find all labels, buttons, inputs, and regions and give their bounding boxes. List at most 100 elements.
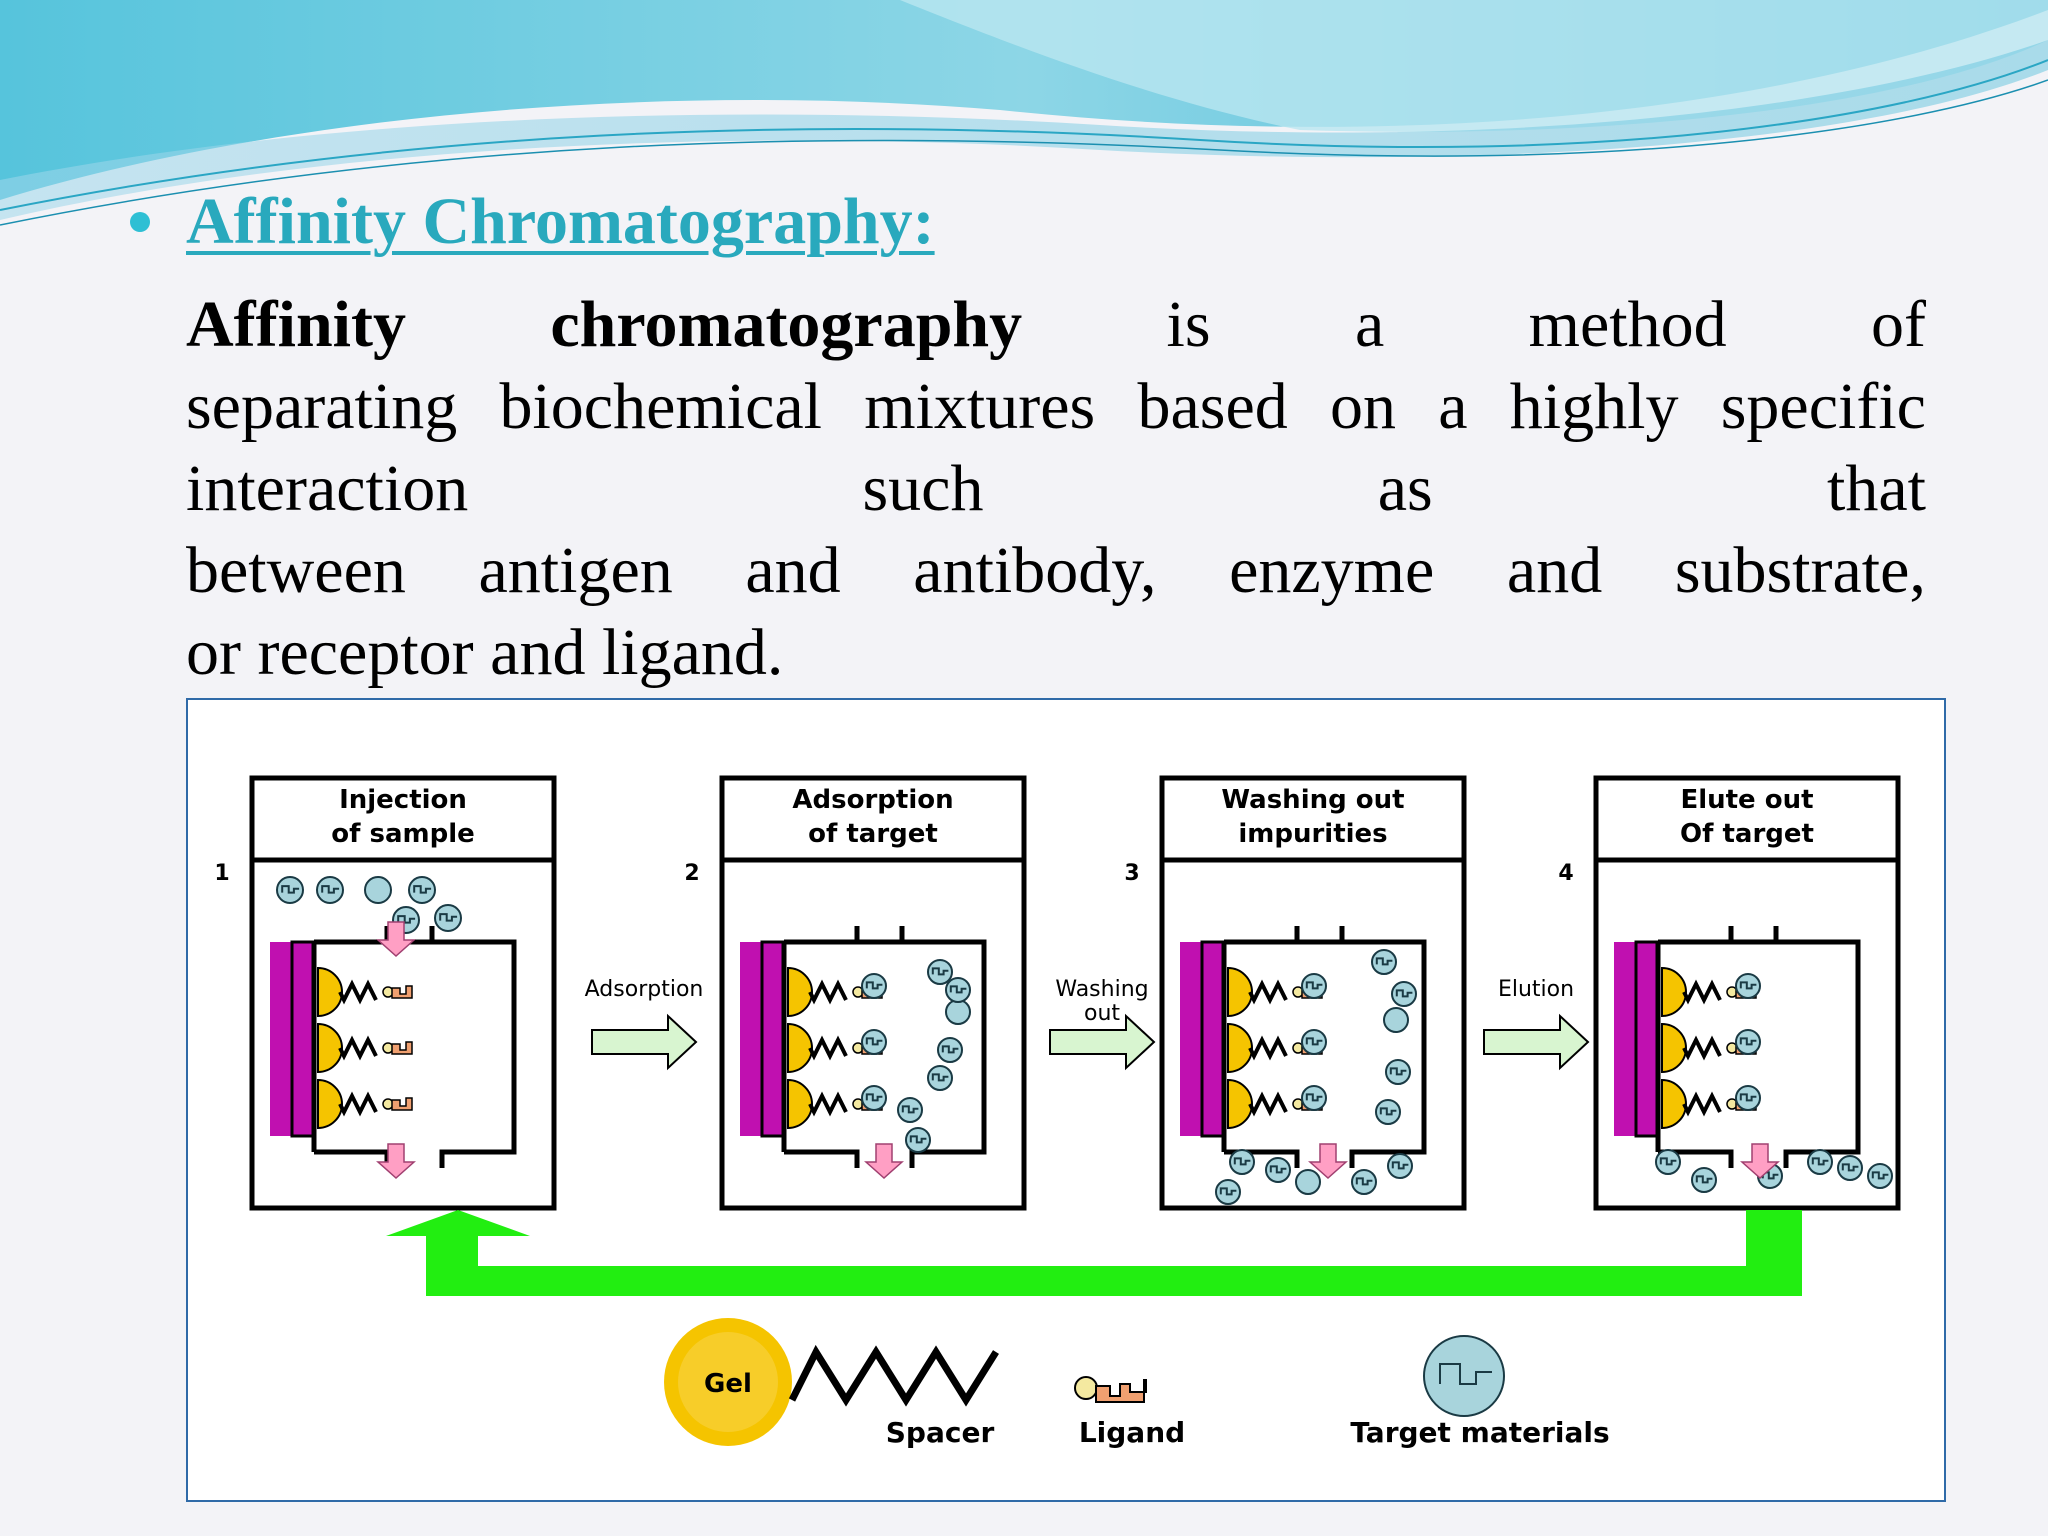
flow-arrow: [864, 1143, 904, 1180]
target-molecule: [1351, 1169, 1377, 1195]
legend-target-label: Target materials: [1350, 1416, 1609, 1449]
step-title: Elute out: [1680, 785, 1813, 815]
step-title: of sample: [331, 819, 475, 849]
target-molecule: [927, 1065, 953, 1091]
ligand-assembly: [1227, 966, 1327, 1018]
target-molecule: [1807, 1149, 1833, 1175]
paragraph-word: specific: [1720, 370, 1926, 443]
step-arrow-shape: [591, 1013, 698, 1071]
slide-heading: Affinity Chromatography:: [186, 185, 935, 258]
step-number: 4: [1558, 861, 1573, 886]
target-molecule: [1375, 1099, 1401, 1125]
paragraph-word: substrate,: [1674, 534, 1926, 607]
target-molecule: [937, 1037, 963, 1063]
legend-ligand-icon: [1095, 1379, 1147, 1403]
impurity-molecule: [1295, 1169, 1321, 1195]
impurity-molecule: [1383, 1007, 1409, 1033]
paragraph-word: and: [745, 534, 841, 607]
paragraph-word: based: [1137, 370, 1288, 443]
step-title: Adsorption: [792, 785, 953, 815]
target-molecule: [1387, 1153, 1413, 1179]
ligand-assembly: [1227, 1078, 1327, 1130]
paragraph-word: is: [1166, 288, 1211, 361]
paragraph-word: such: [862, 452, 984, 525]
step-panel-1: Injection of sample 1: [214, 775, 557, 1211]
paragraph-word: and: [1506, 534, 1603, 607]
impurity-molecule: [945, 999, 971, 1025]
ligand-assembly: [1661, 1078, 1761, 1130]
paragraph-word: biochemical: [499, 370, 822, 443]
paragraph-word: highly: [1509, 370, 1679, 443]
gel-bar: [1634, 940, 1660, 1138]
target-molecule: [945, 977, 971, 1003]
paragraph-word: method: [1528, 288, 1727, 361]
ligand-assembly: [1227, 1022, 1327, 1074]
target-molecule: [905, 1127, 931, 1153]
target-molecule: [897, 1097, 923, 1123]
paragraph-word: that: [1827, 452, 1926, 525]
target-molecule: [1735, 1085, 1761, 1111]
paragraph-word: chromatography: [550, 288, 1023, 361]
gel-bar: [1180, 942, 1202, 1136]
legend-spacer-icon: [788, 1344, 999, 1407]
paragraph-word: antibody,: [913, 534, 1157, 607]
legend-target-icon: [1423, 1335, 1505, 1417]
step-arrow-label: Elution: [1498, 977, 1574, 1002]
flow-arrow: [376, 1143, 416, 1180]
target-molecule: [1691, 1167, 1717, 1193]
step-arrow-shape: [1049, 1013, 1156, 1071]
target-molecule: [408, 876, 436, 904]
target-molecule: [1391, 981, 1417, 1007]
target-molecule: [1265, 1157, 1291, 1183]
legend-ligand-icon: [1074, 1376, 1098, 1400]
target-molecule: [316, 876, 344, 904]
column-wall: [854, 926, 987, 1168]
legend-spacer-label: Spacer: [886, 1416, 995, 1449]
step-arrow-label: out: [1084, 1001, 1120, 1026]
target-molecule: [1229, 1149, 1255, 1175]
target-molecule: [1301, 973, 1327, 999]
target-molecule: [1385, 1059, 1411, 1085]
paragraph-word: mixtures: [864, 370, 1096, 443]
target-molecule: [1735, 1029, 1761, 1055]
ligand-assembly: [787, 966, 887, 1018]
bullet-dot: [130, 212, 150, 232]
target-molecule: [1867, 1163, 1893, 1189]
target-molecule: [1215, 1179, 1241, 1205]
paragraph-word: between: [186, 534, 406, 607]
target-molecule: [1301, 1029, 1327, 1055]
paragraph-line: or receptor and ligand.: [186, 612, 1926, 694]
paragraph-word: or receptor and ligand.: [186, 616, 784, 689]
target-molecule: [1655, 1149, 1681, 1175]
step-arrow-shape: [1483, 1013, 1590, 1071]
paragraph-word: a: [1354, 288, 1385, 361]
step-number: 1: [214, 861, 229, 886]
legend-ligand-label: Ligand: [1079, 1416, 1185, 1449]
paragraph-word: antigen: [478, 534, 673, 607]
step-panel-4: Elute out Of target 4: [1558, 775, 1901, 1211]
step-arrow-3: Elution: [1483, 977, 1590, 1071]
target-molecule: [861, 1085, 887, 1111]
ligand-assembly: [787, 1022, 887, 1074]
ligand-assembly: [1661, 966, 1761, 1018]
step-title: Injection: [339, 785, 467, 815]
recycle-arrow: [386, 1210, 1802, 1296]
paragraph-word: of: [1871, 288, 1926, 361]
gel-bar: [760, 940, 786, 1138]
gel-bar: [740, 942, 762, 1136]
impurity-molecule: [364, 876, 392, 904]
step-title: Of target: [1680, 819, 1814, 849]
step-title: Washing out: [1221, 785, 1404, 815]
flow-arrow: [376, 921, 416, 958]
step-title: of target: [808, 819, 938, 849]
target-molecule: [276, 876, 304, 904]
target-molecule: [434, 904, 462, 932]
column-wall: [784, 926, 905, 1168]
target-molecule: [1301, 1085, 1327, 1111]
